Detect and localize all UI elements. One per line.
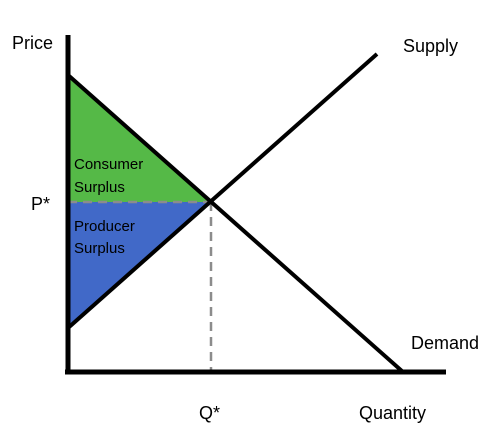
demand-curve xyxy=(66,73,405,374)
producer-surplus-label-line1: Producer xyxy=(74,218,135,235)
equilibrium-quantity-label: Q* xyxy=(199,403,220,423)
consumer-surplus-label-line2: Surplus xyxy=(74,179,125,196)
consumer-surplus-label-line1: Consumer xyxy=(74,156,143,173)
equilibrium-price-label: P* xyxy=(31,194,50,214)
supply-curve-label: Supply xyxy=(403,36,458,56)
x-axis-label: Quantity xyxy=(359,403,426,423)
y-axis-label: Price xyxy=(12,33,53,53)
supply-curve xyxy=(66,52,379,330)
producer-surplus-label-line2: Surplus xyxy=(74,240,125,257)
demand-curve-label: Demand xyxy=(411,333,479,353)
